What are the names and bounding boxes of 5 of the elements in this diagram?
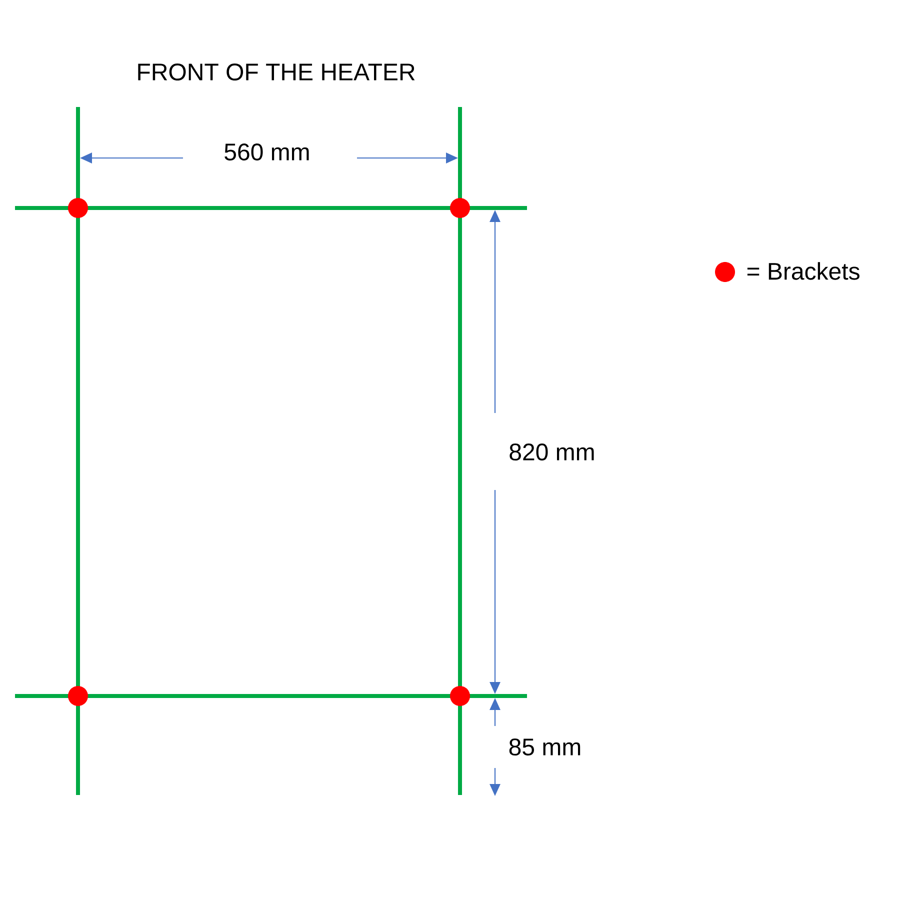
legend-label: = Brackets <box>747 262 860 280</box>
dimension-label: 85 mm <box>509 738 580 756</box>
title: FRONT OF THE HEATER <box>138 64 415 80</box>
dimension-label: 560 mm <box>224 144 309 160</box>
dimension-label: 820 mm <box>510 444 594 460</box>
